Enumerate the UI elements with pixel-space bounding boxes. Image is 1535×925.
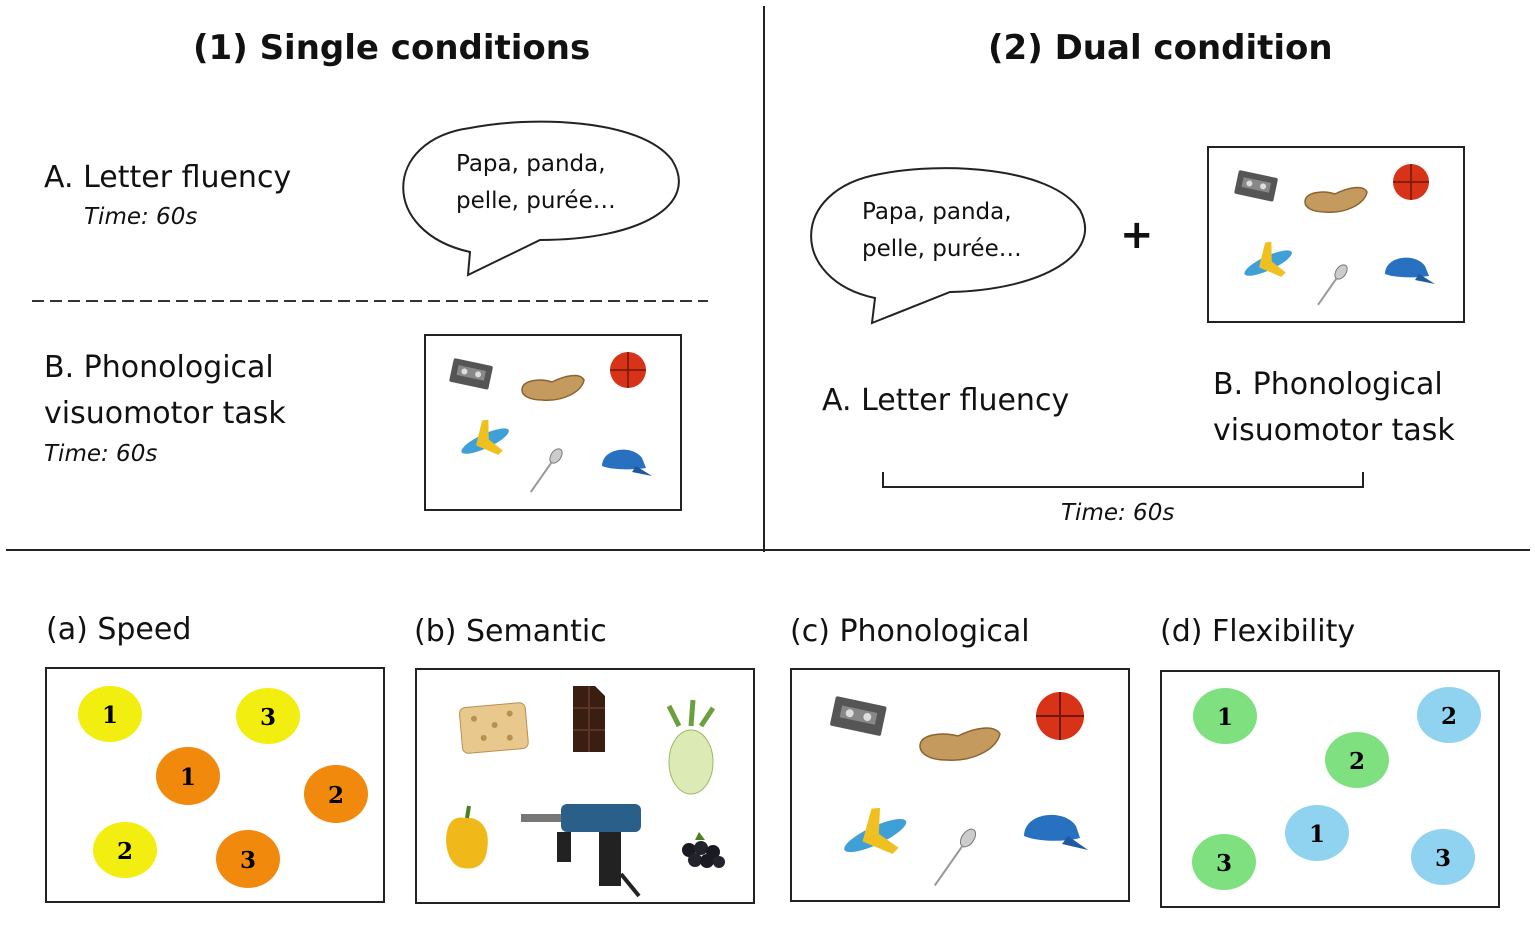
single-task-a-label: A. Letter fluency [44, 160, 292, 195]
dual-task-a-label: A. Letter fluency [822, 383, 1070, 418]
dual-task-b-label-1: B. Phonological [1213, 367, 1443, 402]
number-circle-4: 2 [304, 765, 368, 823]
ball-icon [1393, 164, 1429, 200]
circle-label: 3 [240, 847, 256, 874]
number-circle-5: 3 [1192, 834, 1256, 890]
number-circle-5: 2 [93, 822, 157, 878]
number-circle-1: 1 [1193, 688, 1257, 744]
blackberry-icon [682, 832, 725, 868]
circle-fill [1193, 688, 1257, 744]
single-task-a-time: Time: 60s [84, 204, 198, 230]
fennel-icon [666, 699, 716, 795]
plus-sign: + [1120, 212, 1154, 258]
circle-label: 2 [1441, 703, 1457, 730]
cassette-icon [830, 696, 887, 736]
dual-task-b-label-2: visuomotor task [1213, 413, 1455, 448]
number-circle-6: 3 [1411, 829, 1475, 885]
panel-semantic-box [415, 668, 755, 904]
circle-fill [1417, 687, 1481, 743]
dual-bubble-line1: Papa, panda, [862, 199, 1012, 225]
plane-icon [461, 419, 509, 455]
single-object-box [424, 334, 682, 511]
circle-fill [156, 747, 220, 805]
number-circle-4: 1 [1285, 805, 1349, 861]
clog-icon [1304, 186, 1368, 213]
circle-fill [1325, 732, 1389, 788]
spoon-icon [1317, 264, 1348, 306]
panel-phonological-box [790, 668, 1130, 902]
panel-flexibility-box: 1 2 2 1 3 3 [1160, 670, 1500, 908]
circle-fill [1411, 829, 1475, 885]
circle-label: 2 [1349, 748, 1365, 775]
circle-fill [1285, 805, 1349, 861]
panel-semantic-title: (b) Semantic [414, 614, 607, 649]
cassette-icon [1234, 170, 1278, 202]
dual-time: Time: 60s [1061, 500, 1175, 526]
clog-icon [919, 727, 1001, 761]
number-circle-1: 1 [78, 686, 142, 742]
circle-fill [78, 686, 142, 742]
number-circle-2: 2 [1417, 687, 1481, 743]
circle-label: 3 [260, 704, 276, 731]
circle-label: 1 [180, 764, 196, 791]
ball-icon [610, 352, 646, 388]
circle-fill [304, 765, 368, 823]
circle-label: 3 [1216, 850, 1232, 877]
chocolate-icon [573, 686, 605, 752]
circle-label: 1 [1217, 704, 1233, 731]
dual-bubble-line2: pelle, purée… [862, 236, 1022, 262]
sponge-icon [459, 702, 529, 754]
number-circle-3: 2 [1325, 732, 1389, 788]
number-circle-2: 3 [236, 688, 300, 744]
cap-icon [1024, 814, 1088, 850]
circle-label: 3 [1435, 845, 1451, 872]
single-task-b-label-2: visuomotor task [44, 396, 286, 431]
drill-icon [521, 804, 641, 898]
circle-fill [216, 830, 280, 888]
number-circle-6: 3 [216, 830, 280, 888]
spoon-icon [529, 448, 563, 493]
circle-label: 2 [117, 838, 133, 865]
plane-icon [1244, 241, 1292, 277]
circle-fill [236, 688, 300, 744]
panel-speed-title: (a) Speed [46, 612, 192, 647]
dual-condition-heading: (2) Dual condition [988, 28, 1333, 68]
circle-fill [1192, 834, 1256, 890]
pepper-icon [446, 805, 488, 869]
cassette-icon [449, 358, 493, 390]
panel-speed-box: 1 3 1 2 2 3 [45, 667, 385, 903]
plane-icon [844, 807, 907, 854]
dual-object-box [1207, 146, 1465, 323]
single-bubble-line1: Papa, panda, [456, 151, 606, 177]
single-task-b-time: Time: 60s [44, 441, 158, 467]
cap-icon [602, 449, 652, 476]
single-conditions-heading: (1) Single conditions [193, 28, 591, 68]
ball-icon [1036, 692, 1084, 740]
circle-label: 2 [328, 782, 344, 809]
spoon-icon [933, 828, 977, 887]
panel-flexibility-title: (d) Flexibility [1160, 614, 1356, 649]
panel-phonological-title: (c) Phonological [790, 614, 1030, 649]
number-circle-3: 1 [156, 747, 220, 805]
circle-label: 1 [1309, 821, 1325, 848]
circle-fill [93, 822, 157, 878]
single-task-b-label-1: B. Phonological [44, 350, 274, 385]
circle-label: 1 [102, 702, 118, 729]
cap-icon [1385, 257, 1435, 284]
single-bubble-line2: pelle, purée… [456, 188, 616, 214]
clog-icon [521, 374, 585, 401]
